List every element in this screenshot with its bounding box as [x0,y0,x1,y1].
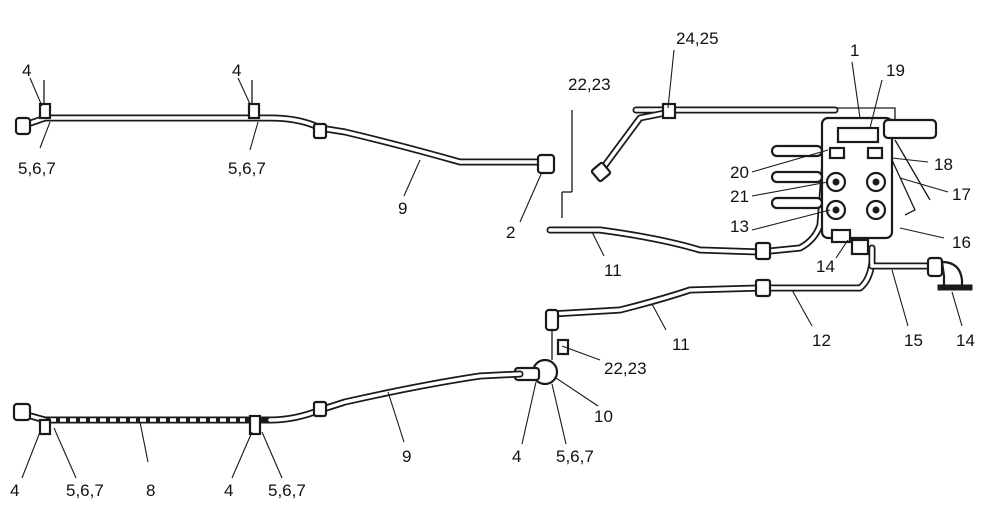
filter-housing [632,106,938,256]
label-18: 18 [934,155,953,174]
clip-lower-middle [248,414,262,436]
label-5-6-7-bottom-left: 5,6,7 [66,481,104,500]
label-22-23-top: 22,23 [568,75,611,94]
clip-upper-middle [247,80,261,120]
label-5-6-7-top-middle: 5,6,7 [228,159,266,178]
label-15: 15 [904,331,923,350]
lower-rear-pipe-end [12,402,32,422]
label-16: 16 [952,233,971,252]
label-4-bottom-left: 4 [10,481,19,500]
coupling-13 [754,241,772,261]
label-4-top-middle: 4 [232,61,241,80]
pipe-24-25 [590,102,677,183]
label-20: 20 [730,163,749,182]
pipe-11-lower [548,278,772,360]
label-5-6-7-bottom-middle: 5,6,7 [268,481,306,500]
coupling-upper-9 [312,122,328,140]
filter-cartridges [770,144,824,210]
label-11-upper: 11 [604,261,622,280]
label-8: 8 [146,481,155,500]
label-9-top: 9 [398,199,407,218]
label-5-6-7-top-left: 5,6,7 [18,159,56,178]
label-12: 12 [812,331,831,350]
connector-lower-22-23 [513,308,570,386]
label-2: 2 [506,223,515,242]
label-4-bottom-center: 4 [512,447,521,466]
label-1: 1 [850,41,859,60]
label-17: 17 [952,185,971,204]
label-14-right: 14 [956,331,975,350]
clip-upper-left [38,80,52,120]
label-10: 10 [594,407,613,426]
leader-lines [21,49,963,479]
pipe-11-upper [546,156,829,256]
label-24-25: 24,25 [676,29,719,48]
label-4-bottom-middle: 4 [224,481,233,500]
lower-rear-pipe [16,370,524,424]
upper-rear-pipe-end [14,116,32,136]
label-13: 13 [730,217,749,236]
label-21: 21 [730,187,749,206]
coupling-lower-9 [312,400,328,418]
label-14-middle: 14 [816,257,835,276]
connector-upper-22-23 [536,110,573,218]
label-4-top-left: 4 [22,61,31,80]
label-5-6-7-bottom-center: 5,6,7 [556,447,594,466]
pipe-15 [868,244,973,291]
label-9-bottom: 9 [402,447,411,466]
label-19: 19 [886,61,905,80]
upper-rear-pipe [18,114,549,166]
clip-lower-left [38,418,52,436]
label-11-lower: 11 [672,335,690,354]
label-22-23-bottom: 22,23 [604,359,647,378]
